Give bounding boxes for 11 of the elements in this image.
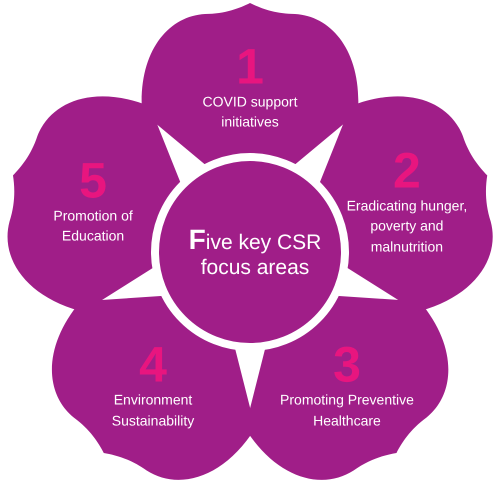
- petal-label: Promoting Preventive Healthcare: [279, 391, 415, 430]
- center-title: Five key CSR focus areas: [188, 224, 322, 280]
- petal-label: Promotion of Education: [52, 206, 134, 246]
- petal-number: 5: [78, 156, 108, 206]
- petal-number: 1: [235, 42, 265, 92]
- petal-label: COVID support initiatives: [202, 92, 298, 132]
- petal-label: Environment Sustainability: [110, 391, 196, 430]
- petal-number: 3: [332, 340, 362, 390]
- petal-number: 4: [138, 340, 168, 390]
- petal-number: 2: [392, 146, 422, 196]
- petal-label: Eradicating hunger, poverty and malnutrition: [346, 196, 468, 256]
